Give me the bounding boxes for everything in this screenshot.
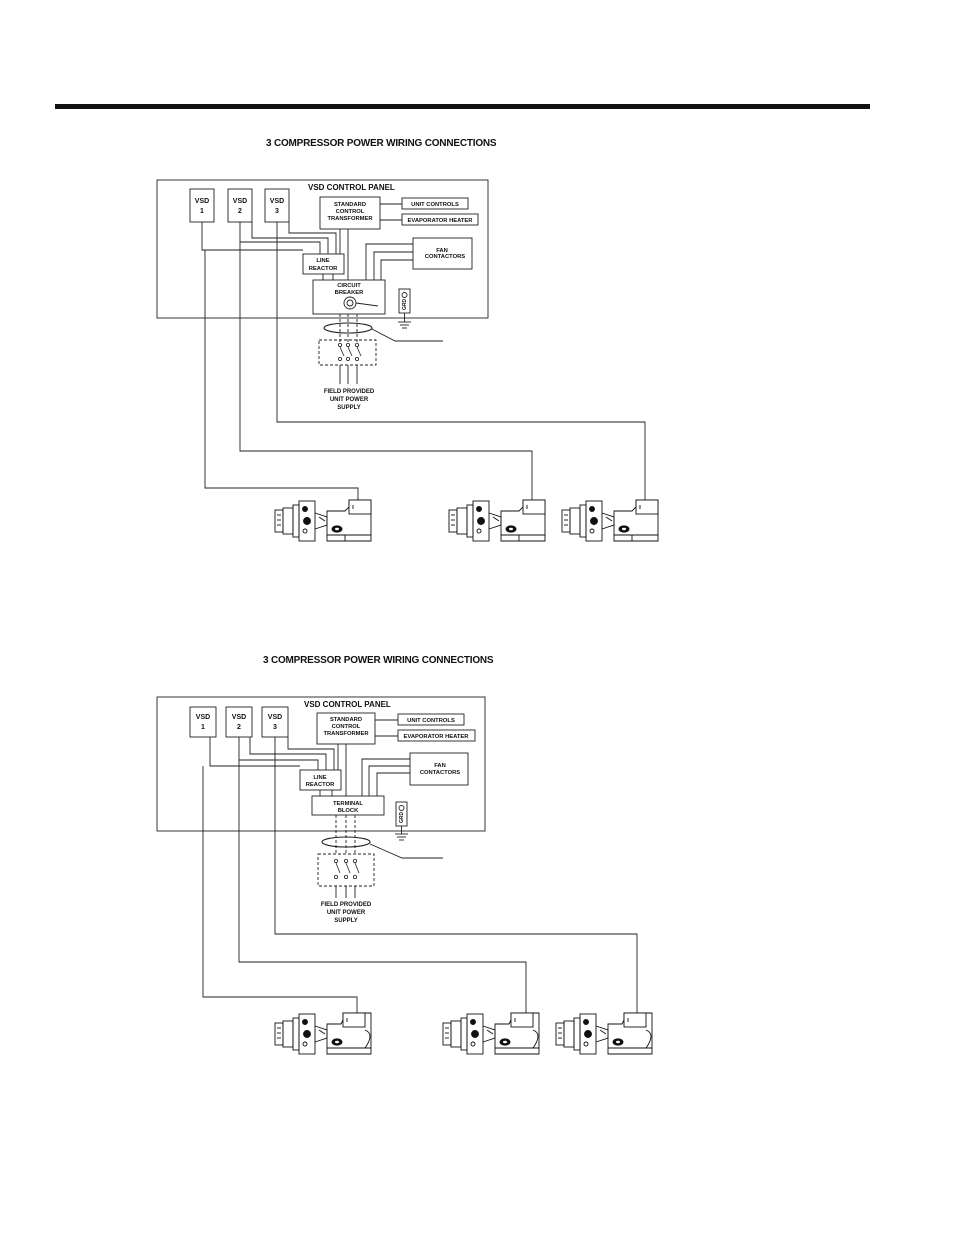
control-transformer-box: STANDARD CONTROL TRANSFORMER — [316, 712, 376, 745]
svg-text:REACTOR: REACTOR — [306, 782, 335, 788]
ground-lug: GRD — [395, 801, 408, 841]
svg-text:SUPPLY: SUPPLY — [334, 918, 357, 924]
diagram-title: 3 COMPRESSOR POWER WIRING CONNECTIONS — [263, 655, 494, 666]
svg-text:1: 1 — [201, 724, 205, 731]
compressor-3 — [555, 1012, 653, 1055]
svg-text:BREAKER: BREAKER — [335, 290, 364, 296]
vsd-1-box: VSD 1 — [189, 706, 217, 738]
svg-text:EVAPORATOR HEATER: EVAPORATOR HEATER — [408, 218, 474, 224]
field-supply-label: FIELD PROVIDED UNIT POWER SUPPLY — [324, 389, 375, 411]
line-reactor-box: LINE REACTOR — [302, 253, 345, 275]
fan-contactors-box: FAN CONTACTORS — [412, 237, 473, 270]
diagram-title: 3 COMPRESSOR POWER WIRING CONNECTIONS — [266, 138, 497, 149]
unit-controls-box: UNIT CONTROLS — [397, 713, 465, 726]
svg-text:CONTROL: CONTROL — [336, 209, 365, 215]
compressor-2 — [442, 1012, 540, 1055]
vsd-2-box: VSD 2 — [225, 706, 253, 738]
svg-text:CIRCUIT: CIRCUIT — [337, 283, 361, 289]
svg-text:UNIT POWER: UNIT POWER — [330, 397, 369, 403]
svg-text:2: 2 — [237, 724, 241, 731]
control-transformer-box: STANDARD CONTROL TRANSFORMER — [319, 196, 381, 230]
ground-lug: GRD — [398, 288, 411, 329]
circuit-breaker-box: CIRCUIT BREAKER — [312, 279, 386, 315]
svg-text:1: 1 — [200, 208, 204, 215]
vsd-control-panel — [156, 179, 489, 319]
svg-text:FIELD PROVIDED: FIELD PROVIDED — [324, 389, 375, 395]
svg-text:VSD: VSD — [233, 198, 247, 205]
svg-text:SUPPLY: SUPPLY — [337, 405, 360, 411]
svg-text:CONTACTORS: CONTACTORS — [420, 770, 460, 776]
vsd-3-box: VSD 3 — [264, 188, 290, 223]
svg-text:FIELD PROVIDED: FIELD PROVIDED — [321, 902, 372, 908]
terminal-block-box: TERMINAL BLOCK — [311, 795, 385, 816]
unit-controls-box: UNIT CONTROLS — [401, 197, 469, 210]
line-reactor-box: LINE REACTOR — [299, 769, 342, 791]
svg-text:EVAPORATOR HEATER: EVAPORATOR HEATER — [404, 734, 470, 740]
feeder-vsd2-to-compressor-2 — [239, 242, 533, 500]
svg-text:BLOCK: BLOCK — [338, 808, 359, 814]
field-disconnect-switch — [318, 339, 377, 384]
evaporator-heater-box: EVAPORATOR HEATER — [401, 213, 479, 226]
wiring-diagram-svg: VSD CONTROL PANEL VSD 1 VSD 2 VSD 3 STAN… — [156, 179, 659, 542]
svg-text:3: 3 — [273, 724, 277, 731]
feeder-vsd3-to-compressor-3 — [274, 737, 638, 1014]
vsd-1-box: VSD 1 — [189, 188, 215, 223]
svg-text:UNIT POWER: UNIT POWER — [327, 910, 366, 916]
panel-label: VSD CONTROL PANEL — [304, 700, 391, 709]
svg-text:TRANSFORMER: TRANSFORMER — [323, 731, 369, 737]
svg-text:FAN: FAN — [434, 763, 446, 769]
supply-feeder-cables — [323, 314, 443, 342]
svg-text:TERMINAL: TERMINAL — [333, 801, 363, 807]
compressor-1 — [274, 1012, 372, 1055]
field-disconnect-switch — [317, 853, 375, 898]
svg-text:TRANSFORMER: TRANSFORMER — [327, 216, 373, 222]
svg-text:2: 2 — [238, 208, 242, 215]
svg-text:LINE: LINE — [316, 258, 329, 264]
svg-text:UNIT CONTROLS: UNIT CONTROLS — [411, 202, 459, 208]
field-supply-label: FIELD PROVIDED UNIT POWER SUPPLY — [321, 902, 372, 924]
fan-contactors-box: FAN CONTACTORS — [409, 752, 469, 786]
supply-feeder-cables — [321, 815, 443, 859]
page-header-rule — [55, 104, 870, 109]
svg-text:VSD: VSD — [268, 714, 282, 721]
feeder-vsd2-to-compressor-2 — [238, 760, 527, 1014]
feeder-vsd1-to-compressor-1 — [202, 766, 358, 1014]
svg-text:VSD: VSD — [195, 198, 209, 205]
svg-text:FAN: FAN — [436, 248, 448, 254]
svg-text:VSD: VSD — [270, 198, 284, 205]
svg-text:GRD: GRD — [402, 299, 408, 311]
svg-text:LINE: LINE — [313, 775, 326, 781]
svg-text:STANDARD: STANDARD — [330, 717, 362, 723]
vsd-2-box: VSD 2 — [227, 188, 253, 223]
evaporator-heater-box: EVAPORATOR HEATER — [397, 729, 476, 742]
svg-text:3: 3 — [275, 208, 279, 215]
panel-label: VSD CONTROL PANEL — [308, 183, 395, 192]
svg-text:VSD: VSD — [196, 714, 210, 721]
vsd-3-box: VSD 3 — [261, 706, 289, 738]
svg-text:REACTOR: REACTOR — [309, 266, 338, 272]
svg-text:CONTACTORS: CONTACTORS — [425, 254, 465, 260]
svg-text:GRD: GRD — [399, 812, 405, 824]
wiring-diagram-svg: VSD CONTROL PANEL VSD 1 VSD 2 VSD 3 STAN… — [156, 696, 653, 1055]
vsd-control-panel — [156, 696, 486, 832]
svg-text:VSD: VSD — [232, 714, 246, 721]
feeder-vsd3-to-compressor-3 — [276, 222, 646, 500]
feeder-vsd1-to-compressor-1 — [204, 250, 359, 500]
svg-text:UNIT CONTROLS: UNIT CONTROLS — [407, 718, 455, 724]
svg-text:CONTROL: CONTROL — [332, 724, 361, 730]
svg-text:STANDARD: STANDARD — [334, 202, 366, 208]
